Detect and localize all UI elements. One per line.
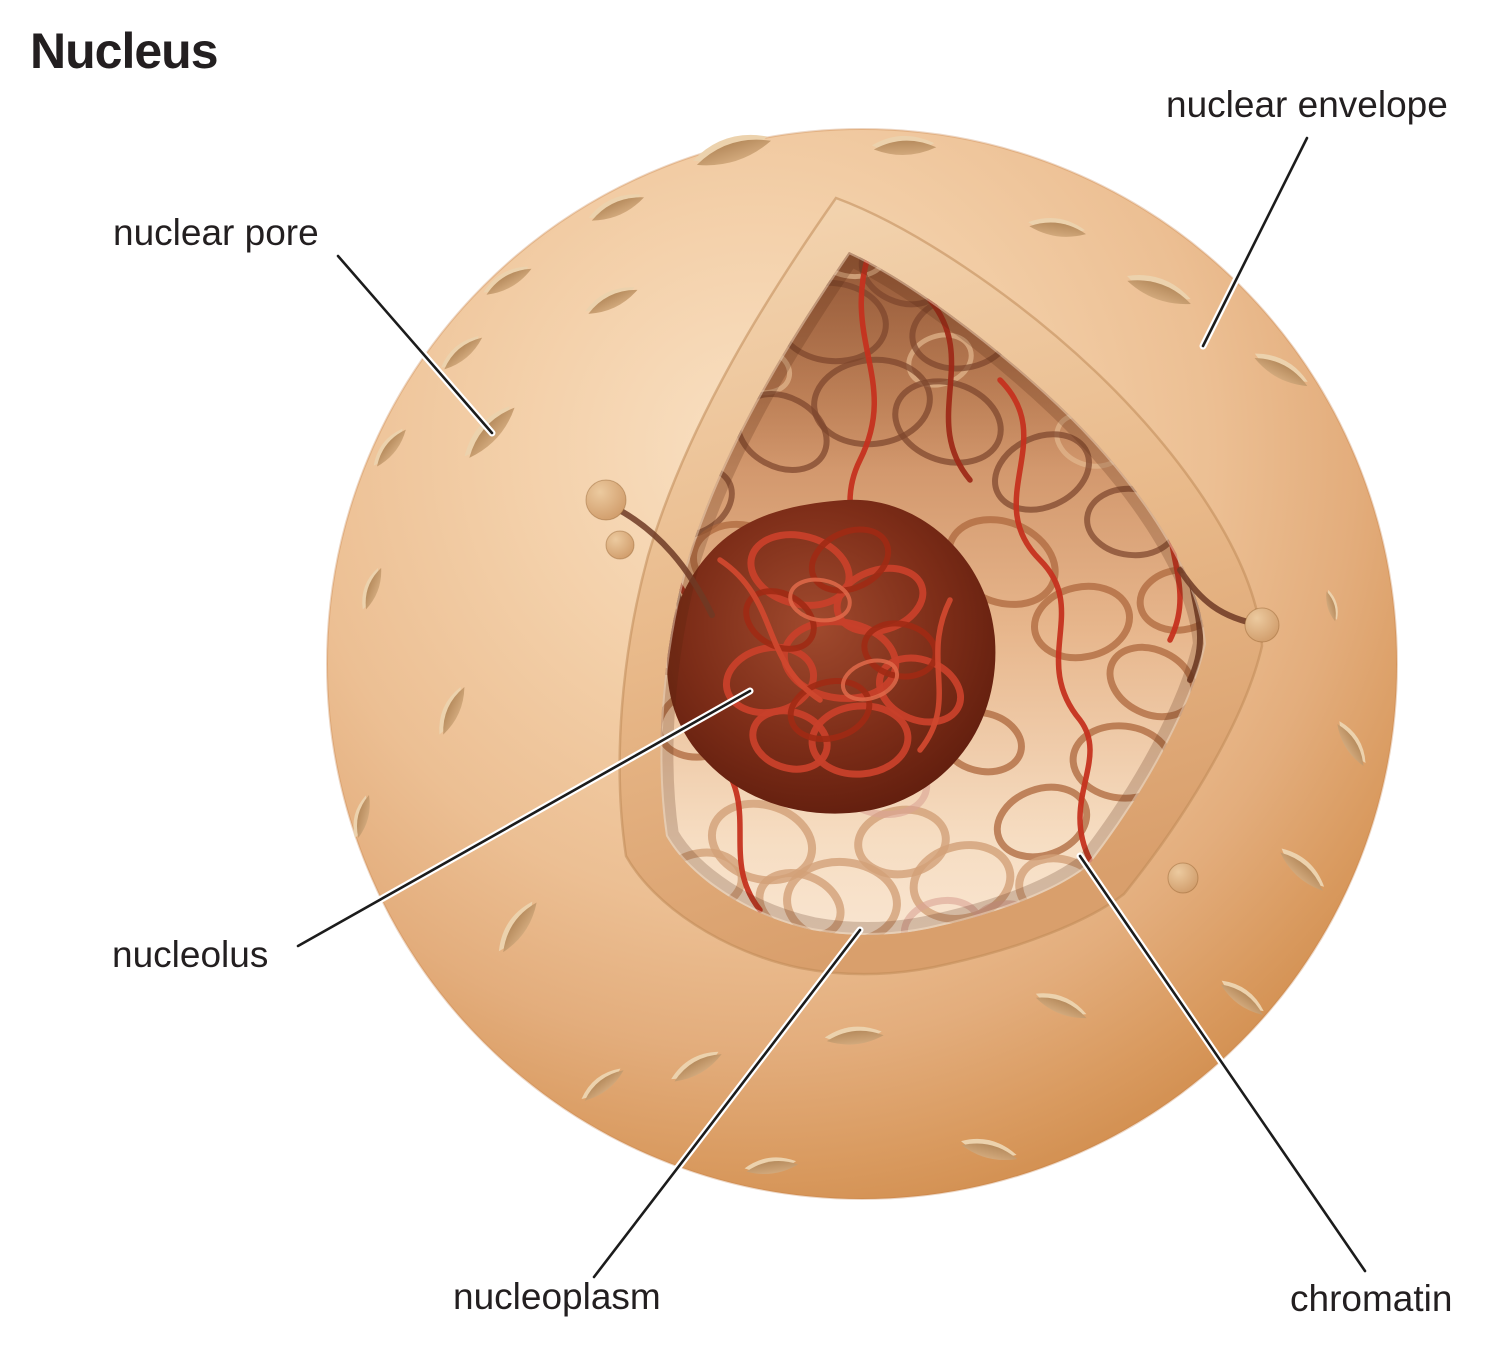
leader-nuclear-envelope	[1199, 134, 1311, 350]
knob	[1244, 607, 1280, 643]
leader-lines	[294, 134, 1369, 1281]
page-title: Nucleus	[30, 23, 219, 79]
knob	[1167, 862, 1199, 894]
knob	[585, 479, 627, 521]
label-nuclear-pore: nuclear pore	[113, 212, 319, 253]
label-nuclear-envelope: nuclear envelope	[1166, 84, 1448, 125]
knob	[605, 530, 635, 560]
nucleolus-body	[667, 499, 996, 814]
leader-chromatin	[1076, 852, 1369, 1275]
cut-edge-knobs	[585, 479, 1280, 894]
label-nucleolus: nucleolus	[112, 934, 269, 975]
label-chromatin: chromatin	[1290, 1278, 1453, 1319]
leader-nucleoplasm	[590, 926, 864, 1281]
label-nucleoplasm: nucleoplasm	[453, 1276, 661, 1317]
leader-nuclear-pore	[334, 252, 496, 437]
leader-nucleolus	[294, 687, 754, 950]
